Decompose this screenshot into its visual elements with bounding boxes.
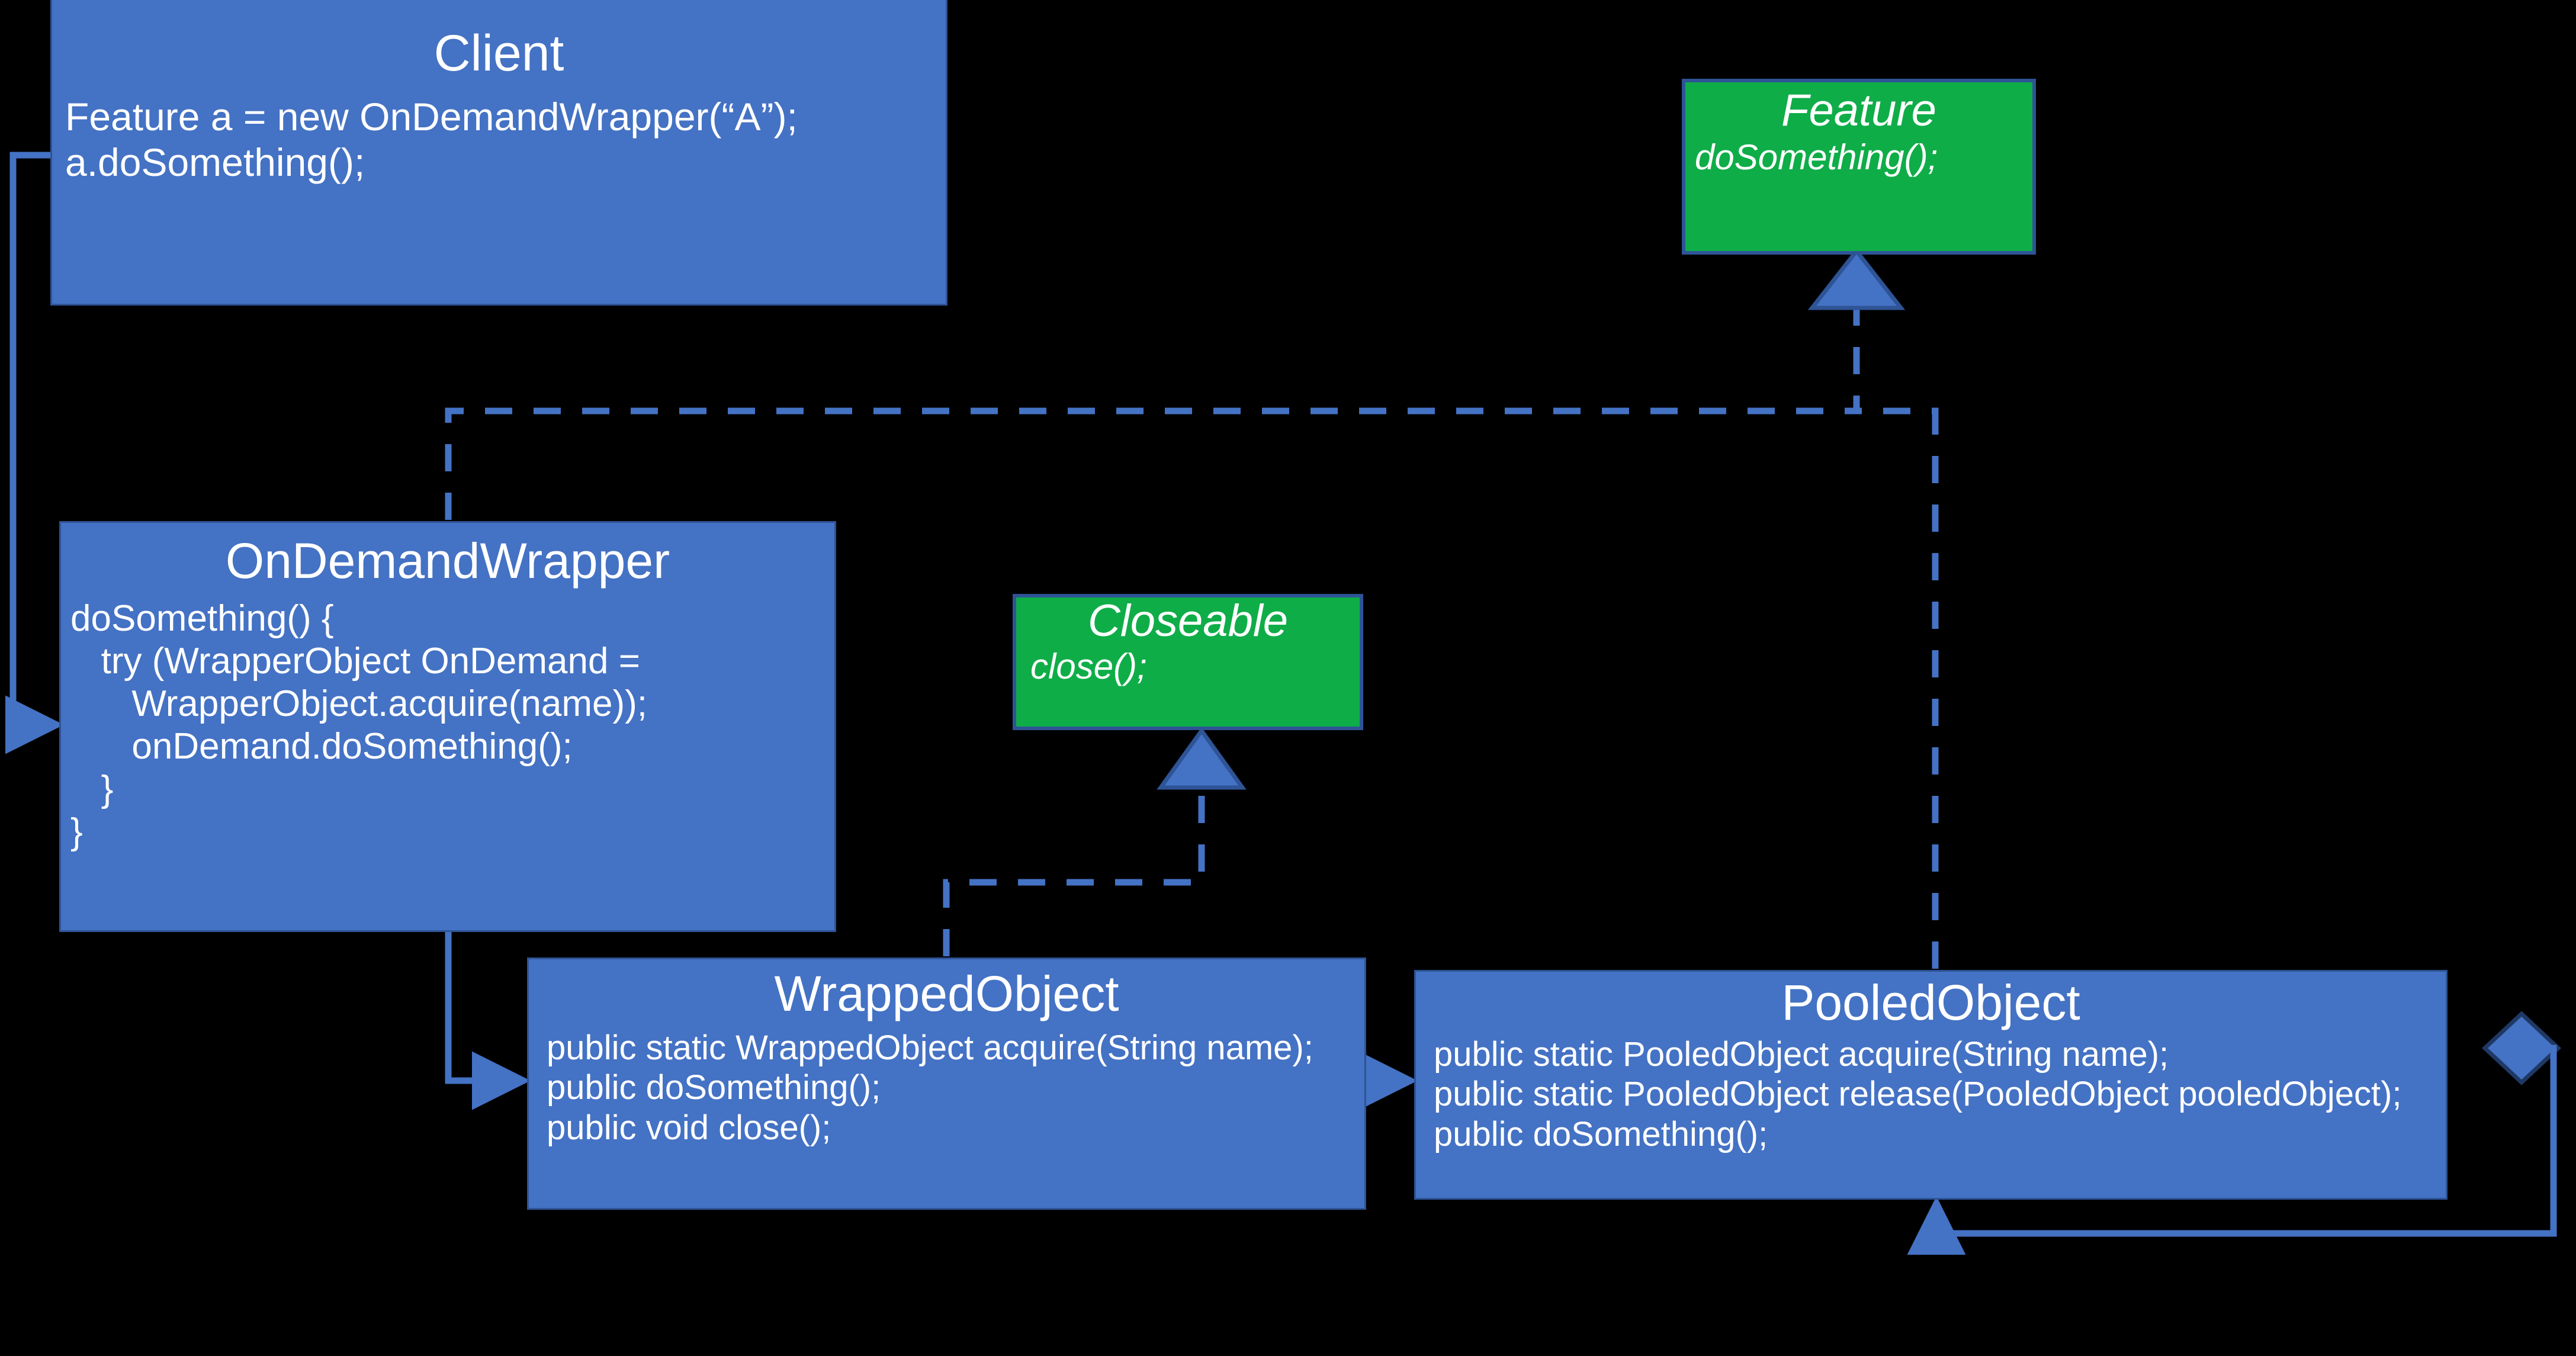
class-members-ondemand-wrapper: doSomething() { try (WrapperObject OnDem… [70, 598, 647, 852]
class-box-ondemand-wrapper[interactable]: OnDemandWrapper doSomething() { try (Wra… [59, 521, 836, 932]
class-name-wrapped-object: WrappedObject [774, 966, 1119, 1021]
realization-triangle-feature [1807, 248, 1906, 310]
connector-pooled-realizes-feature [1856, 407, 1939, 969]
class-box-pooled-object[interactable]: PooledObject public static PooledObject … [1414, 970, 2447, 1200]
interface-box-feature[interactable]: Feature doSomething(); [1682, 79, 2036, 255]
connector-ondemand-to-wrapped [445, 932, 531, 1110]
class-name-client: Client [433, 25, 564, 82]
class-members-wrapped-object: public static WrappedObject acquire(Stri… [547, 1029, 1313, 1147]
connector-wrapped-realizes-closeable [943, 788, 1205, 956]
class-box-client[interactable]: Client Feature a = new OnDemandWrapper(“… [50, 0, 947, 306]
class-name-ondemand-wrapper: OnDemandWrapper [225, 533, 670, 589]
class-box-wrapped-object[interactable]: WrappedObject public static WrappedObjec… [527, 957, 1366, 1210]
class-members-pooled-object: public static PooledObject acquire(Strin… [1434, 1035, 2402, 1153]
aggregation-diamond [2481, 1011, 2562, 1085]
interface-name-closeable: Closeable [1088, 596, 1288, 646]
interface-box-closeable[interactable]: Closeable close(); [1013, 594, 1363, 730]
class-name-pooled-object: PooledObject [1781, 975, 2080, 1030]
interface-members-feature: doSomething(); [1695, 137, 1938, 177]
realization-triangle-closeable [1157, 727, 1247, 790]
class-members-client: Feature a = new OnDemandWrapper(“A”); a.… [65, 95, 798, 184]
interface-name-feature: Feature [1781, 85, 1936, 136]
interface-members-closeable: close(); [1030, 646, 1147, 686]
connector-ondemand-realizes-feature [445, 308, 1860, 520]
